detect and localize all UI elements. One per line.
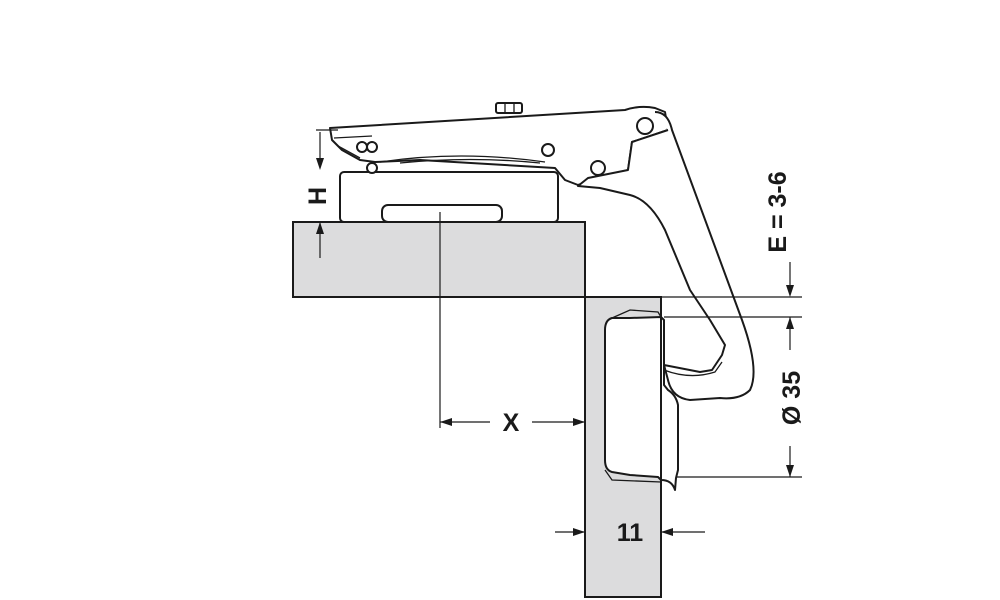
hinge-cup (604, 309, 679, 491)
dimension-e-label: E = 3-6 (764, 171, 792, 252)
dimension-diameter-label: Ø 35 (778, 371, 806, 425)
dimension-h (316, 129, 338, 258)
dimension-x-label: X (503, 409, 520, 437)
hinge-arm (329, 102, 669, 186)
dimension-x (440, 418, 585, 426)
mounting-plate-slot (381, 204, 503, 223)
dimension-e (661, 262, 802, 298)
hinge-linkage (577, 111, 755, 401)
dimension-11-label: 11 (617, 519, 644, 547)
cabinet-side-panel (292, 221, 586, 298)
dimension-diameter (664, 316, 802, 478)
dimension-11 (555, 528, 705, 536)
dimension-h-label: H (304, 187, 332, 205)
